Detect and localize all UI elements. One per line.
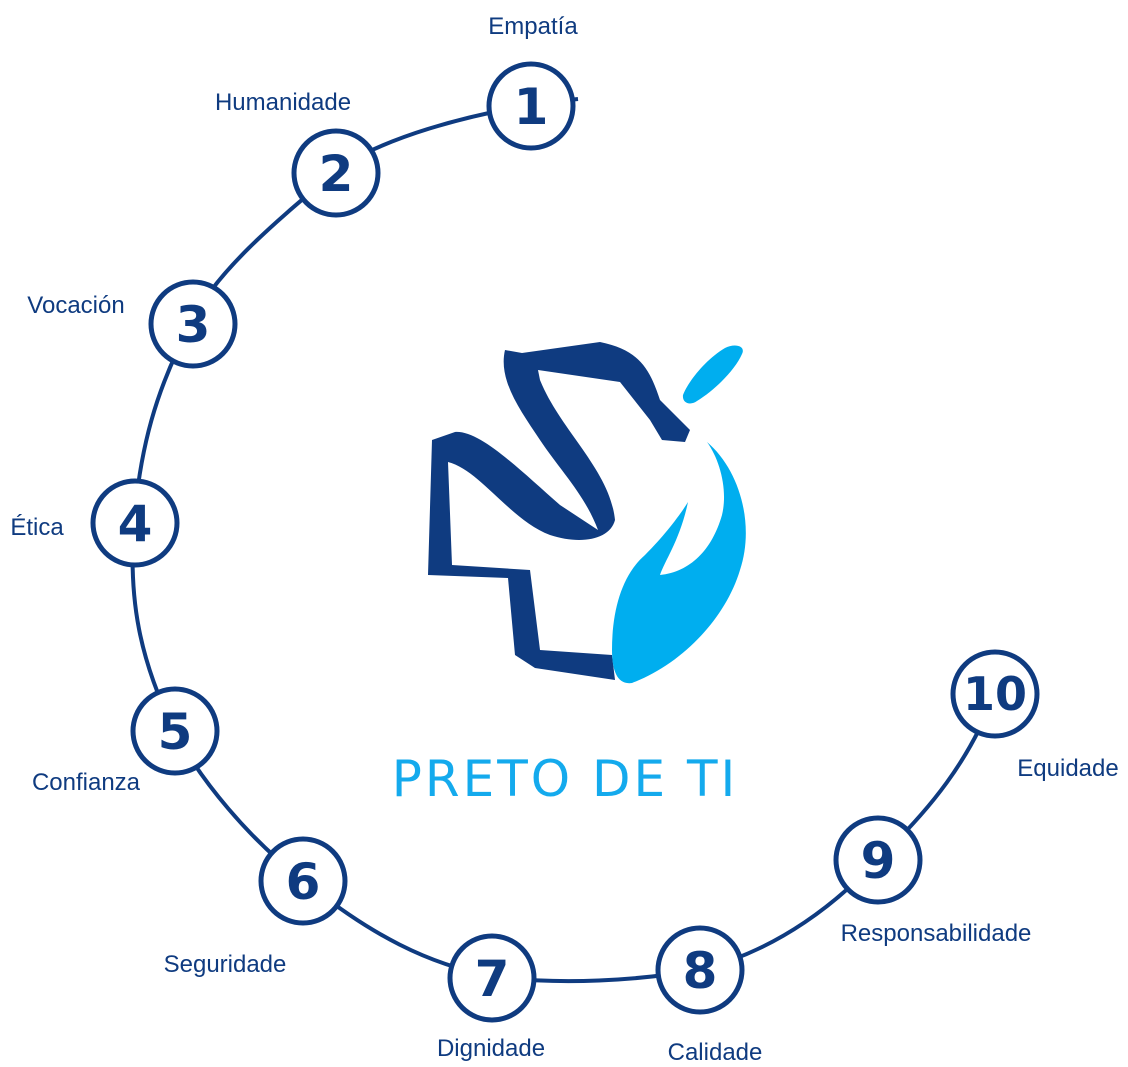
step-3: 3 Vocación: [27, 279, 238, 369]
step-circle: [950, 649, 1040, 739]
step-circle: [291, 128, 381, 218]
drop-shape: [682, 345, 743, 404]
step-5: 5 Confianza: [32, 686, 220, 796]
step-10: 10 Equidade: [950, 649, 1119, 782]
step-9: 9 Responsabilidade: [833, 815, 1032, 947]
step-8: 8 Calidade: [655, 925, 763, 1066]
step-number: 5: [158, 703, 193, 761]
step-label: Calidade: [668, 1039, 763, 1066]
step-circle: [833, 815, 923, 905]
step-number: 7: [475, 950, 510, 1008]
step-2: 2 Humanidade: [215, 89, 381, 218]
step-label: Confianza: [32, 769, 141, 796]
step-1: 1 Empatía: [486, 13, 578, 151]
step-7: 7 Dignidade: [437, 933, 545, 1062]
step-circle: [447, 933, 537, 1023]
hand-shape: [612, 442, 746, 684]
step-number: 3: [176, 296, 211, 354]
step-label: Empatía: [488, 13, 578, 40]
step-number: 10: [963, 667, 1027, 721]
step-number: 9: [861, 832, 896, 890]
step-4: 4 Ética: [10, 478, 180, 568]
step-circle: [486, 61, 576, 151]
brand-text: PRETO DE TI: [392, 750, 739, 808]
spiral-connector: [130, 97, 997, 984]
step-circle: [258, 836, 348, 926]
logo: PRETO DE TI: [392, 342, 746, 808]
step-number: 2: [319, 145, 354, 203]
step-6: 6 Seguridade: [164, 836, 348, 978]
cross-dove-hand-icon: [428, 342, 746, 684]
step-label: Seguridade: [164, 951, 287, 978]
step-number: 6: [286, 853, 321, 911]
cross-dove-outline: [428, 342, 690, 680]
step-circle: [130, 686, 220, 776]
step-label: Humanidade: [215, 89, 351, 116]
step-circle: [148, 279, 238, 369]
step-label: Responsabilidade: [841, 920, 1032, 947]
step-label: Vocación: [27, 292, 124, 319]
step-label: Ética: [10, 514, 64, 541]
step-number: 4: [118, 495, 153, 553]
step-circle: [655, 925, 745, 1015]
step-number: 1: [514, 78, 549, 136]
step-number: 8: [683, 942, 718, 1000]
step-label: Dignidade: [437, 1035, 545, 1062]
step-circle: [90, 478, 180, 568]
step-label: Equidade: [1017, 755, 1118, 782]
